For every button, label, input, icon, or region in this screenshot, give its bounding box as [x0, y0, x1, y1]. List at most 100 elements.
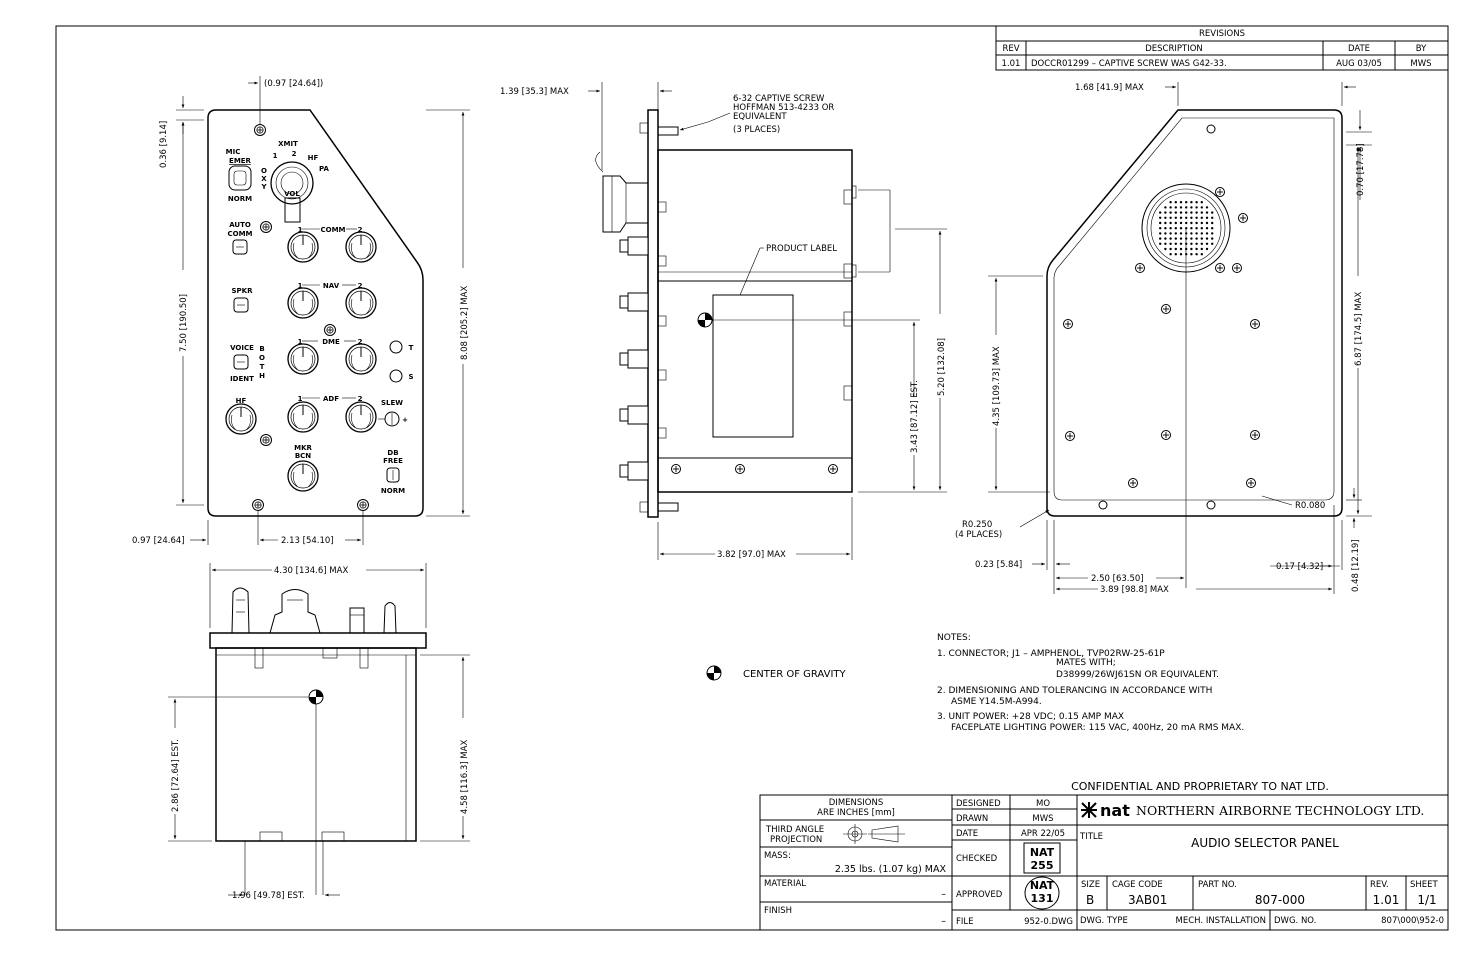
- connector-pin: [1174, 216, 1178, 219]
- connector-pin: [1185, 216, 1188, 219]
- label-led-s: S: [408, 373, 413, 381]
- connector-pin: [1205, 206, 1209, 209]
- connector-pin: [1174, 201, 1178, 204]
- tb-size-label: SIZE: [1081, 880, 1100, 890]
- connector-pin: [1200, 221, 1204, 225]
- dim-top-connector: 1.96 [49.78] EST.: [232, 891, 305, 901]
- tb-material-value: –: [941, 889, 946, 900]
- description-cell: DOCCR01299 – CAPTIVE SCREW WAS G42-33.: [1031, 59, 1227, 69]
- connector-pin: [1164, 247, 1167, 251]
- dim-rear-connector-x: 2.50 [63.50]: [1091, 574, 1144, 584]
- dim-side-cg-height: 3.43 [87.12] EST.: [910, 380, 920, 453]
- connector-pin: [1174, 221, 1178, 225]
- connector-pin: [1164, 206, 1167, 209]
- connector-pin: [1174, 211, 1178, 214]
- connector-pin: [1211, 232, 1214, 235]
- connector-pin: [1190, 237, 1193, 240]
- label-slew: SLEW: [381, 399, 403, 407]
- connector-pin: [1200, 232, 1204, 235]
- label-nav: NAV: [323, 282, 340, 290]
- date-header: DATE: [1348, 44, 1370, 54]
- dim-top-cg: 2.86 [72.64] EST.: [171, 739, 181, 812]
- connector-pin: [1159, 211, 1162, 214]
- connector-pin: [1174, 247, 1178, 251]
- connector-pin: [1211, 242, 1214, 245]
- connector-pins: [1159, 201, 1214, 256]
- connector-pin: [1164, 221, 1167, 225]
- dim-top-width: 4.30 [134.6] MAX: [274, 566, 348, 576]
- note-3-lighting: FACEPLATE LIGHTING POWER: 115 VAC, 400Hz…: [951, 723, 1244, 733]
- side-view: PRODUCT LABEL 6-32 CAPTIVE SCREW HOFFMAN…: [500, 82, 947, 560]
- tb-dwg-type-value: MECH. INSTALLATION: [1176, 916, 1266, 926]
- tb-dimensions-2: ARE INCHES [mm]: [817, 808, 895, 818]
- tb-rev-value: 1.01: [1373, 893, 1400, 907]
- connector-pin: [1205, 237, 1209, 240]
- connector-pin: [1164, 216, 1167, 219]
- dim-rear-bottom-left: 0.23 [5.84]: [975, 560, 1022, 570]
- connector-pin: [1200, 242, 1204, 245]
- connector-pin: [1190, 227, 1193, 230]
- description-header: DESCRIPTION: [1145, 44, 1203, 54]
- label-hf-top: HF: [308, 154, 319, 162]
- tb-size-value: B: [1086, 893, 1094, 907]
- connector-pin: [1169, 242, 1172, 245]
- connector-pin: [1205, 221, 1209, 225]
- label-mkr: MKR: [294, 444, 312, 452]
- label-both-t: T: [260, 363, 265, 371]
- side-screw-note-3: EQUIVALENT: [733, 112, 787, 122]
- checked-stamp: [1023, 842, 1061, 874]
- connector-pin: [1190, 201, 1193, 204]
- dim-front-top-offset: (0.97 [24.64]): [264, 79, 323, 89]
- connector-pin: [1179, 201, 1183, 204]
- connector-pin: [1169, 206, 1172, 209]
- connector-pin: [1185, 201, 1188, 204]
- tb-file-value: 952-0.DWG: [1024, 917, 1073, 927]
- label-xmit-2: 2: [292, 150, 297, 158]
- connector-pin: [1174, 242, 1178, 245]
- tb-date-value: APR 22/05: [1021, 829, 1065, 839]
- connector-pin: [1195, 216, 1198, 219]
- tb-drawn-label: DRAWN: [956, 814, 988, 824]
- note-1-mates: MATES WITH;: [1056, 658, 1116, 668]
- connector-pin: [1190, 253, 1193, 256]
- connector-pin: [1195, 206, 1198, 209]
- label-comm: COMM: [320, 226, 345, 234]
- connector-pin: [1164, 242, 1167, 245]
- revisions-table: REVISIONS REV DESCRIPTION DATE BY 1.01 D…: [995, 25, 1449, 71]
- connector-pin: [1190, 206, 1193, 209]
- label-hf: HF: [236, 397, 247, 405]
- connector-pin: [1159, 221, 1162, 225]
- label-auto-comm: COMM: [227, 230, 252, 238]
- dim-rear-left-height: 4.35 [109.73] MAX: [992, 346, 1002, 426]
- connector-pin: [1195, 221, 1198, 225]
- connector-pin: [1200, 216, 1204, 219]
- label-mic: MIC: [226, 148, 241, 156]
- connector-pin: [1195, 237, 1198, 240]
- tb-approved-label: APPROVED: [956, 890, 1003, 900]
- connector-pin: [1159, 232, 1162, 235]
- side-product-label: PRODUCT LABEL: [766, 244, 837, 254]
- dim-rear-width: 3.89 [98.8] MAX: [1100, 585, 1169, 595]
- title-block: CONFIDENTIAL AND PROPRIETARY TO NAT LTD.…: [759, 780, 1449, 931]
- label-voice: VOICE: [230, 344, 254, 352]
- tb-drawn-value: MWS: [1032, 814, 1053, 824]
- tb-rev-label: REV.: [1370, 880, 1389, 890]
- dim-front-corner: 0.36 [9.14]: [159, 121, 169, 168]
- by-header: BY: [1416, 44, 1427, 54]
- dim-rear-r-small: R0.080: [1295, 501, 1325, 511]
- connector-pin: [1164, 232, 1167, 235]
- connector-pin: [1179, 247, 1183, 251]
- note-1: 1. CONNECTOR; J1 – AMPHENOL, TVP02RW-25-…: [937, 649, 1165, 659]
- connector-pin: [1190, 216, 1193, 219]
- tb-approved-stamp-2: 131: [1031, 892, 1054, 905]
- revisions-title: REVISIONS: [1199, 29, 1245, 39]
- tb-title-label: TITLE: [1079, 832, 1103, 842]
- tb-cage-value: 3AB01: [1128, 893, 1167, 907]
- tb-finish-value: –: [941, 916, 946, 927]
- note-2-std: ASME Y14.5M-A994.: [951, 697, 1042, 707]
- connector-pin: [1159, 227, 1162, 230]
- connector-pin: [1211, 227, 1214, 230]
- connector-pin: [1195, 232, 1198, 235]
- connector-pin: [1164, 237, 1167, 240]
- cg-legend: CENTER OF GRAVITY: [706, 665, 847, 681]
